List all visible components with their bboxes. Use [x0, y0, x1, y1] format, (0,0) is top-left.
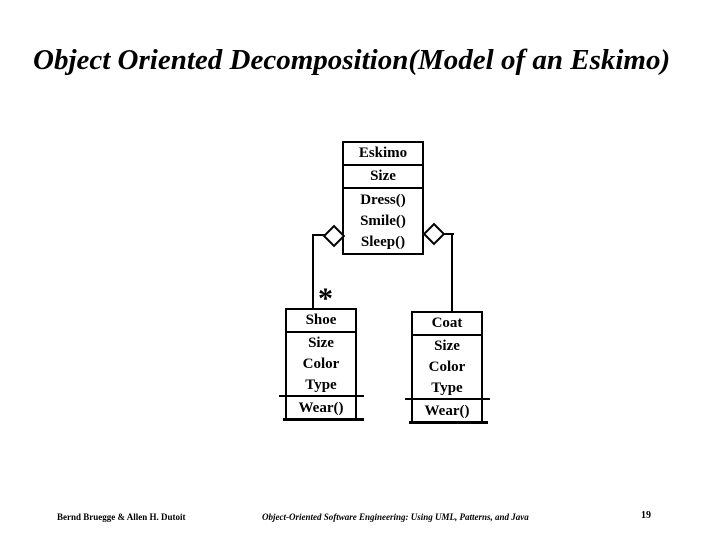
shoe-methods-separator-line	[279, 395, 364, 397]
class-name-shoe: Shoe	[287, 310, 355, 333]
class-method: Dress()	[360, 192, 406, 208]
class-attribute: Type	[431, 380, 463, 396]
class-name-coat: Coat	[413, 313, 481, 336]
class-attribute: Size	[434, 338, 460, 354]
coat-bottom-line	[409, 421, 488, 424]
connector-line-shoe-horizontal	[312, 234, 325, 236]
slide-title: Object Oriented Decomposition(Model of a…	[33, 44, 671, 76]
class-attribute: Color	[428, 359, 466, 375]
footer-book-title: Object-Oriented Software Engineering: Us…	[262, 512, 529, 522]
footer-page-number: 19	[641, 510, 651, 521]
class-name-eskimo: Eskimo	[344, 143, 422, 166]
class-attribute: Color	[302, 356, 340, 372]
connector-line-shoe-vertical	[312, 234, 314, 308]
connector-line-coat-vertical	[451, 233, 453, 311]
coat-methods-separator-line	[405, 398, 490, 400]
uml-class-shoe: Shoe Size Color Type Wear()	[285, 308, 357, 420]
class-method: Wear()	[424, 403, 470, 419]
footer-authors: Bernd Bruegge & Allen H. Dutoit	[57, 512, 186, 522]
connector-line-coat-horizontal	[443, 233, 454, 235]
shoe-bottom-line	[283, 418, 364, 421]
class-method: Wear()	[298, 400, 344, 416]
multiplicity-star: *	[318, 282, 333, 315]
uml-class-coat: Coat Size Color Type Wear()	[411, 311, 483, 423]
class-method: Sleep()	[360, 234, 406, 250]
class-attribute: Size	[308, 335, 334, 351]
class-method: Smile()	[360, 213, 406, 229]
class-attribute: Size	[370, 168, 396, 184]
uml-class-eskimo: Eskimo Size Dress() Smile() Sleep()	[342, 141, 424, 255]
class-attribute: Type	[305, 377, 337, 393]
aggregation-diamond-coat	[422, 222, 446, 246]
